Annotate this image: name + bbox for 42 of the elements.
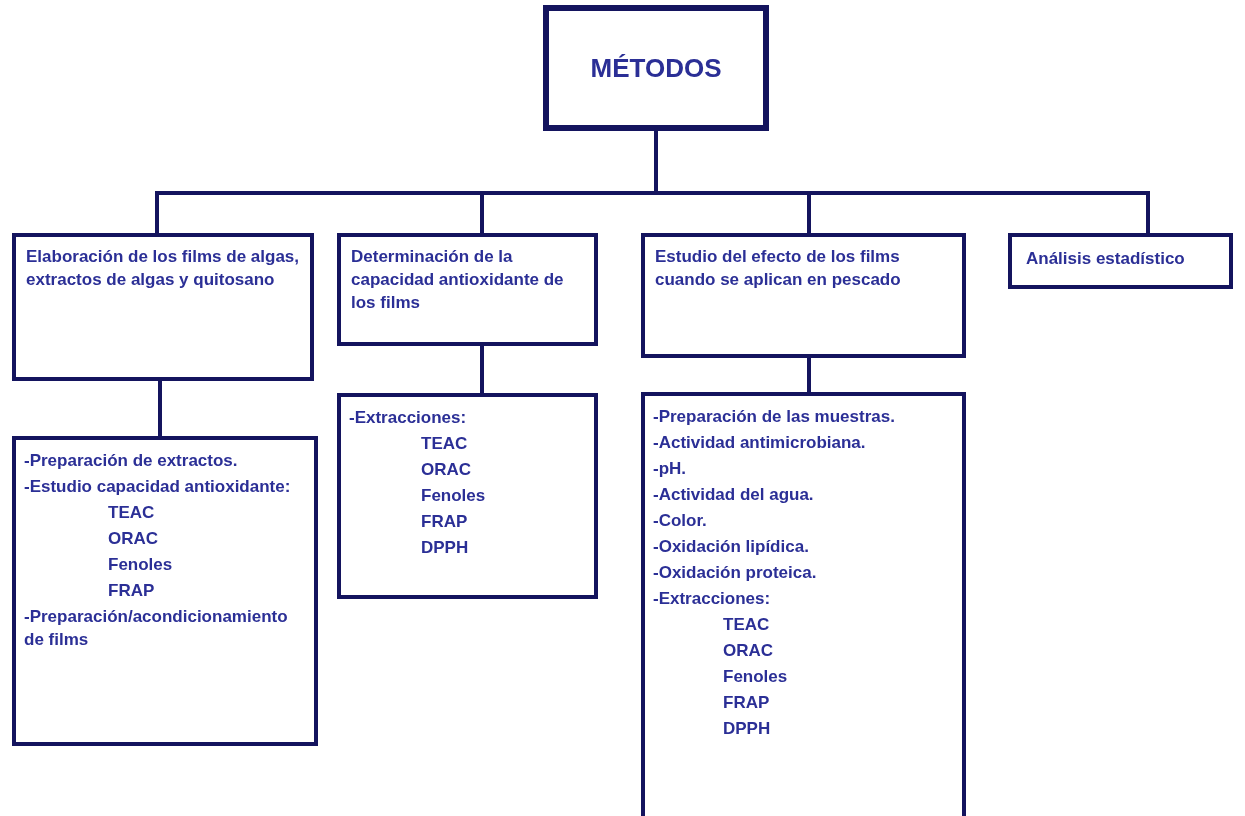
process-box <box>1008 233 1233 289</box>
list-item: DPPH <box>420 537 470 559</box>
process-box <box>543 5 769 131</box>
list-item: FRAP <box>107 580 156 602</box>
list-item: -Preparación de las muestras. <box>653 406 896 428</box>
connector-line <box>158 381 162 436</box>
list-item: -pH. <box>653 458 688 480</box>
list-item: DPPH <box>722 718 772 740</box>
list-box <box>641 392 966 816</box>
connector-line <box>480 346 484 393</box>
list-box <box>337 393 598 599</box>
list-item: -Preparación de extractos. <box>24 450 239 472</box>
list-box <box>12 436 318 746</box>
list-item: TEAC <box>420 433 469 455</box>
list-item: -Color. <box>653 510 708 532</box>
process-box <box>641 233 966 358</box>
list-item: FRAP <box>722 692 771 714</box>
process-box <box>337 233 598 346</box>
list-item: TEAC <box>722 614 771 636</box>
list-item: ORAC <box>107 528 160 550</box>
list-item: Fenoles <box>107 554 174 576</box>
list-item: TEAC <box>107 502 156 524</box>
box-heading: Elaboración de los films de algas, extractos de algas y quitosano <box>26 246 300 291</box>
list-item: ORAC <box>420 459 473 481</box>
list-item: -Estudio capacidad antioxidante: <box>24 476 292 498</box>
list-item: -Extracciones: <box>349 407 468 429</box>
list-item: -Extracciones: <box>653 588 772 610</box>
connector-line <box>807 358 811 392</box>
list-item: Fenoles <box>420 485 487 507</box>
list-item: Fenoles <box>722 666 789 688</box>
box-heading: Análisis estadístico <box>1026 248 1186 270</box>
box-heading: Estudio del efecto de los films cuando se aplican en pescado <box>655 246 902 291</box>
box-heading: Determinación de la capacidad antioxidante de los films <box>351 246 565 314</box>
list-item: -Actividad antimicrobiana. <box>653 432 867 454</box>
list-item: -Preparación/acondicionamiento de films <box>24 606 289 651</box>
list-item: ORAC <box>722 640 775 662</box>
list-item: FRAP <box>420 511 469 533</box>
list-item: -Actividad del agua. <box>653 484 815 506</box>
title-text: MÉTODOS <box>590 56 722 80</box>
list-item: -Oxidación lipídica. <box>653 536 810 558</box>
process-box <box>12 233 314 381</box>
list-item: -Oxidación proteica. <box>653 562 818 584</box>
